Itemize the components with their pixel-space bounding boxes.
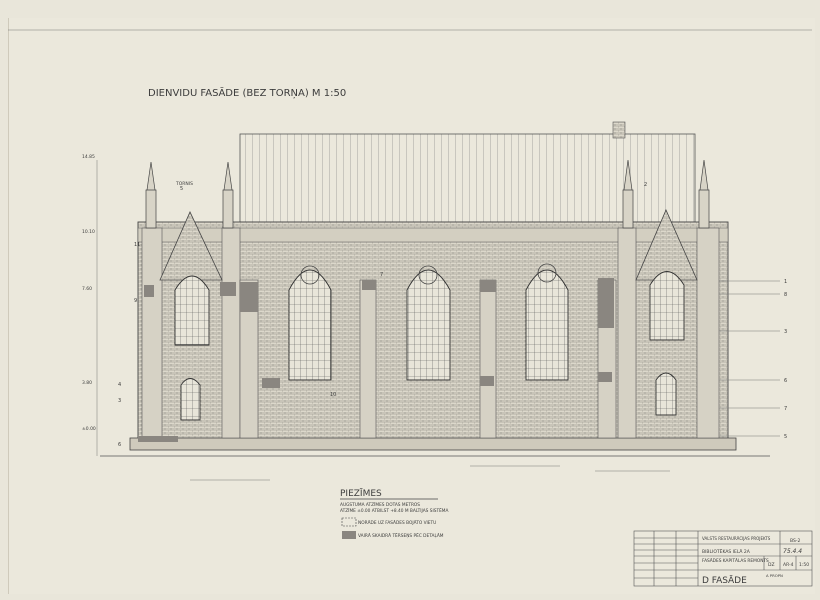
leader-lines bbox=[190, 280, 780, 481]
svg-text:11: 11 bbox=[134, 242, 140, 248]
svg-text:14.85: 14.85 bbox=[82, 154, 95, 160]
window-left-tower bbox=[174, 275, 210, 346]
title-block-text: VALSTS RESTAURĀCIJAS PROJEKTS BS-2 BIBLI… bbox=[702, 536, 809, 586]
svg-text:1: 1 bbox=[784, 279, 787, 285]
svg-text:3: 3 bbox=[118, 398, 121, 404]
window-2 bbox=[406, 269, 451, 381]
svg-text:3.80: 3.80 bbox=[82, 380, 92, 386]
legend-swatch-detail bbox=[342, 531, 356, 539]
svg-text:7.60: 7.60 bbox=[82, 286, 92, 292]
svg-text:VAIRĀ SKAIDRĀ TĒRSEŅS PĒC DETA: VAIRĀ SKAIDRĀ TĒRSEŅS PĒC DETAĻĀM bbox=[358, 532, 444, 539]
buttresses bbox=[141, 227, 720, 439]
svg-text:±0.00: ±0.00 bbox=[82, 426, 96, 432]
svg-text:NORĀDE UZ FASĀDES BOJĀTO VIETU: NORĀDE UZ FASĀDES BOJĀTO VIETU bbox=[358, 519, 436, 526]
svg-text:5: 5 bbox=[784, 434, 787, 440]
notes-heading: PIEZĪMES bbox=[340, 488, 382, 499]
rose-tracery bbox=[300, 263, 557, 285]
damage-markers bbox=[138, 278, 614, 442]
svg-text:75.4.4: 75.4.4 bbox=[783, 548, 802, 555]
pinnacles bbox=[145, 159, 710, 229]
svg-text:BIBLIOTĒKAS IELĀ 2A: BIBLIOTĒKAS IELĀ 2A bbox=[702, 548, 751, 555]
svg-text:6: 6 bbox=[784, 378, 787, 384]
window-right-tower bbox=[649, 271, 685, 341]
svg-text:10.10: 10.10 bbox=[82, 229, 95, 235]
svg-text:A PROPN: A PROPN bbox=[766, 573, 783, 578]
window-1 bbox=[288, 269, 332, 381]
plinth bbox=[129, 437, 737, 451]
main-windows bbox=[174, 269, 685, 421]
svg-text:2: 2 bbox=[644, 182, 647, 188]
window-left-lower bbox=[180, 378, 201, 421]
callouts: 5 11 9 4 3 6 7 10 1 8 3 6 7 5 2 bbox=[118, 182, 787, 448]
legend-swatch-damage bbox=[341, 517, 357, 527]
svg-text:3: 3 bbox=[784, 329, 787, 335]
title-block bbox=[633, 530, 813, 587]
svg-text:FASĀDES KAPITĀLAS REMONTS: FASĀDES KAPITĀLAS REMONTS bbox=[702, 557, 769, 564]
notes-block: PIEZĪMES AUGSTUMA ATZĪMES DOTAS METROS A… bbox=[340, 488, 449, 539]
svg-text:7: 7 bbox=[784, 406, 787, 412]
drawing-name: D FASĀDE bbox=[702, 575, 747, 586]
window-right-lower bbox=[655, 372, 677, 416]
svg-text:8: 8 bbox=[784, 292, 787, 298]
svg-text:1:50: 1:50 bbox=[799, 562, 809, 568]
chimney bbox=[612, 121, 626, 139]
svg-text:DZ: DZ bbox=[768, 562, 775, 568]
svg-text:9: 9 bbox=[134, 298, 137, 304]
svg-text:VALSTS RESTAURĀCIJAS PROJEKTS: VALSTS RESTAURĀCIJAS PROJEKTS bbox=[702, 536, 771, 541]
svg-text:AR-4: AR-4 bbox=[783, 562, 794, 568]
svg-text:AUGSTUMA ATZĪMES DOTAS METROS: AUGSTUMA ATZĪMES DOTAS METROS bbox=[340, 501, 420, 508]
cornice bbox=[137, 227, 729, 243]
svg-text:BS-2: BS-2 bbox=[790, 538, 800, 544]
window-3 bbox=[525, 269, 569, 381]
svg-text:7: 7 bbox=[380, 272, 383, 278]
svg-text:5: 5 bbox=[180, 186, 183, 192]
svg-text:4: 4 bbox=[118, 382, 121, 388]
svg-text:10: 10 bbox=[330, 392, 336, 398]
tornis-label: TORNIS bbox=[175, 181, 193, 187]
svg-text:6: 6 bbox=[118, 442, 121, 448]
svg-text:ATZĪME ±0.00 ATBILST +8.40 M B: ATZĪME ±0.00 ATBILST +8.40 M BALTIJAS SI… bbox=[340, 507, 449, 514]
elevation-marks: 14.85 10.10 7.60 3.80 ±0.00 bbox=[82, 154, 96, 432]
roof bbox=[239, 133, 696, 223]
drawing-title: DIENVIDU FASĀDE (BEZ TORŅA) M 1:50 bbox=[148, 86, 346, 99]
